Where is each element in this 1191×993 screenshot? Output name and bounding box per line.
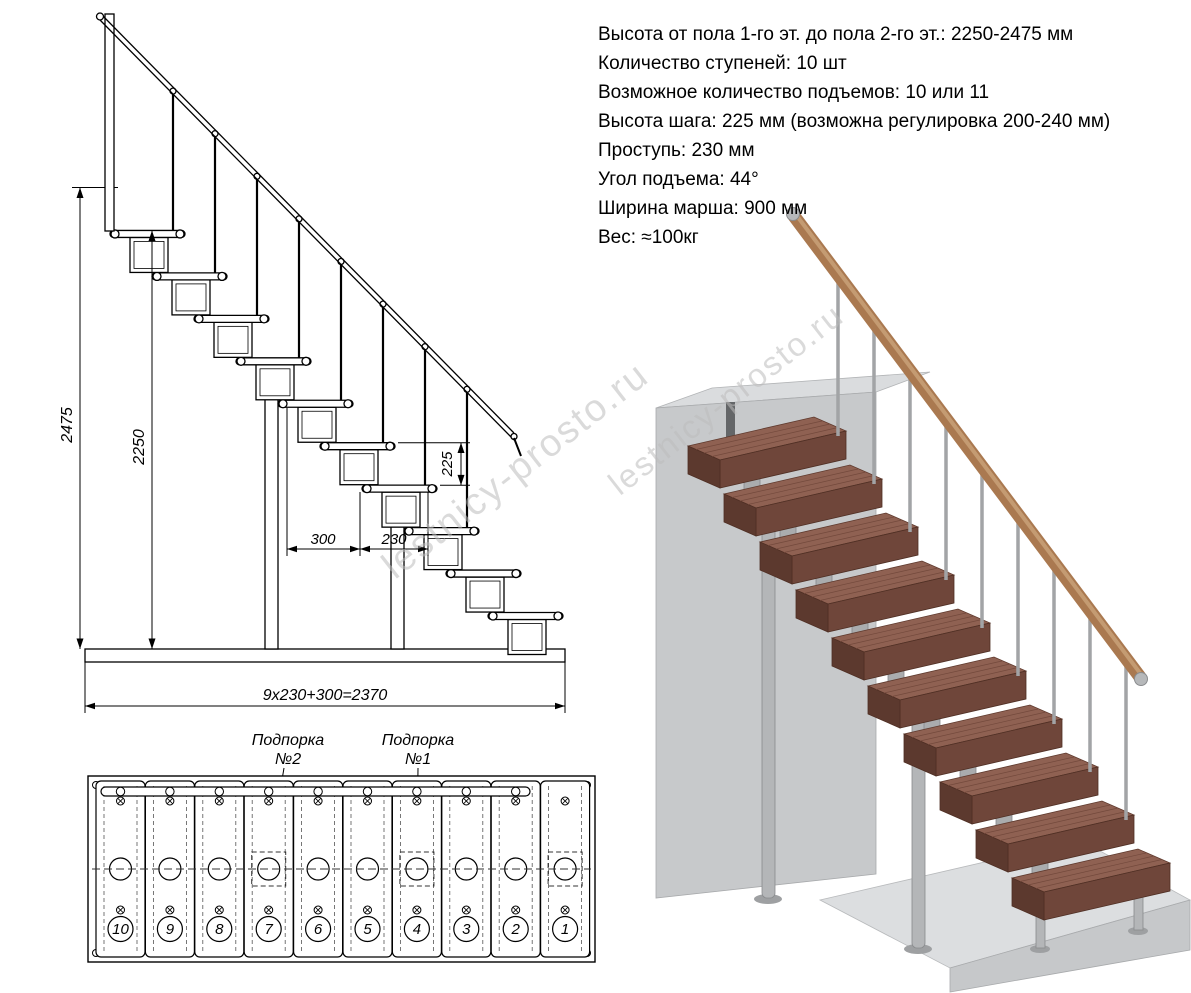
plan-step-number: 7 bbox=[265, 921, 274, 938]
handrail bbox=[95, 12, 522, 457]
top-rail-post bbox=[104, 13, 115, 232]
dimension-runs: 300 230 bbox=[286, 408, 429, 556]
callout1-line1: Подпорка bbox=[382, 732, 454, 749]
spec-line: Вес: ≈100кг bbox=[598, 227, 699, 248]
spec-list: Высота от пола 1-го эт. до пола 2-го эт.… bbox=[598, 20, 1183, 252]
balusters-3d bbox=[836, 274, 1128, 820]
plan-step-number: 2 bbox=[511, 921, 521, 938]
spec-line: Возможное количество подъемов: 10 или 11 bbox=[598, 82, 990, 103]
staircase-steps bbox=[109, 229, 564, 656]
callout2-line2: №2 bbox=[275, 751, 301, 768]
dimension-label-300: 300 bbox=[310, 531, 336, 548]
plan-step-number: 8 bbox=[215, 921, 224, 938]
elevation-view: 2475 2250 225 bbox=[59, 12, 566, 713]
plan-view: Подпорка №2 Подпорка №1 bbox=[87, 732, 596, 963]
plan-step-numbers: 10 9 8 7 6 5 4 3 2 1 bbox=[107, 915, 579, 943]
dimension-label-225: 225 bbox=[439, 451, 456, 478]
wall-bracket-3d bbox=[726, 402, 735, 452]
plan-step-number: 6 bbox=[314, 921, 323, 938]
floor-base bbox=[84, 648, 566, 663]
plan-step-number: 5 bbox=[363, 921, 372, 938]
plan-step-number: 1 bbox=[561, 921, 569, 938]
dimension-partial-height: 2250 bbox=[131, 230, 156, 649]
render-3d bbox=[655, 207, 1191, 993]
spec-line: Угол подъема: 44° bbox=[598, 169, 759, 190]
balusters bbox=[169, 87, 471, 528]
plan-step-number: 10 bbox=[112, 921, 129, 938]
spec-line: Высота шага: 225 мм (возможна регулировк… bbox=[598, 111, 1111, 132]
callout2-line1: Подпорка bbox=[252, 732, 324, 749]
dimension-total-run: 9x230+300=2370 bbox=[84, 662, 566, 713]
plan-step-number: 3 bbox=[462, 921, 471, 938]
spec-line: Высота от пола 1-го эт. до пола 2-го эт.… bbox=[598, 24, 1074, 45]
dimension-label-total-run: 9x230+300=2370 bbox=[263, 687, 388, 704]
dimension-step-rise: 225 bbox=[398, 442, 470, 486]
support-plates bbox=[251, 851, 583, 887]
plan-step-number: 9 bbox=[166, 921, 175, 938]
dimension-label-2250: 2250 bbox=[131, 429, 148, 466]
spec-line: Проступь: 230 мм bbox=[598, 140, 755, 161]
dimension-label-230: 230 bbox=[380, 531, 407, 548]
handrail-3d bbox=[786, 207, 1148, 686]
plan-handrail bbox=[100, 786, 531, 797]
spec-line: Количество ступеней: 10 шт bbox=[598, 53, 847, 74]
spec-line: Ширина марша: 900 мм bbox=[598, 198, 808, 219]
plan-step-number: 4 bbox=[413, 921, 421, 938]
dimension-label-2475: 2475 bbox=[59, 407, 76, 444]
dimension-total-height: 2475 bbox=[59, 187, 84, 649]
callout1-line2: №1 bbox=[405, 751, 431, 768]
